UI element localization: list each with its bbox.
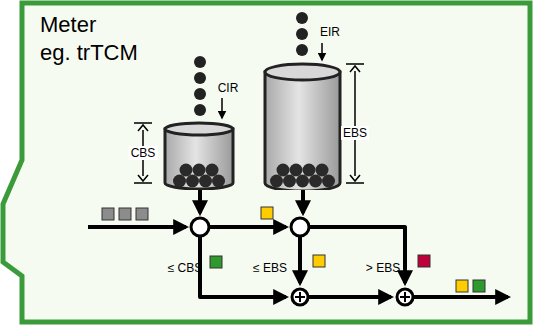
token-bucket: EBS — [262, 55, 377, 190]
branch-label: > EBS — [366, 261, 400, 275]
rate-label: CIR — [218, 81, 239, 95]
branch-label: ≤ CBS — [168, 261, 203, 275]
panel-title: Meter — [40, 12, 96, 38]
token-bucket: CBS — [125, 115, 240, 190]
branch-label: ≤ EBS — [253, 261, 287, 275]
token-bucket-shape — [262, 55, 377, 190]
bucket-size-label: EBS — [341, 126, 369, 140]
panel-title: eg. trTCM — [40, 40, 138, 66]
rate-label: EIR — [320, 25, 340, 39]
bucket-size-label: CBS — [129, 146, 158, 160]
